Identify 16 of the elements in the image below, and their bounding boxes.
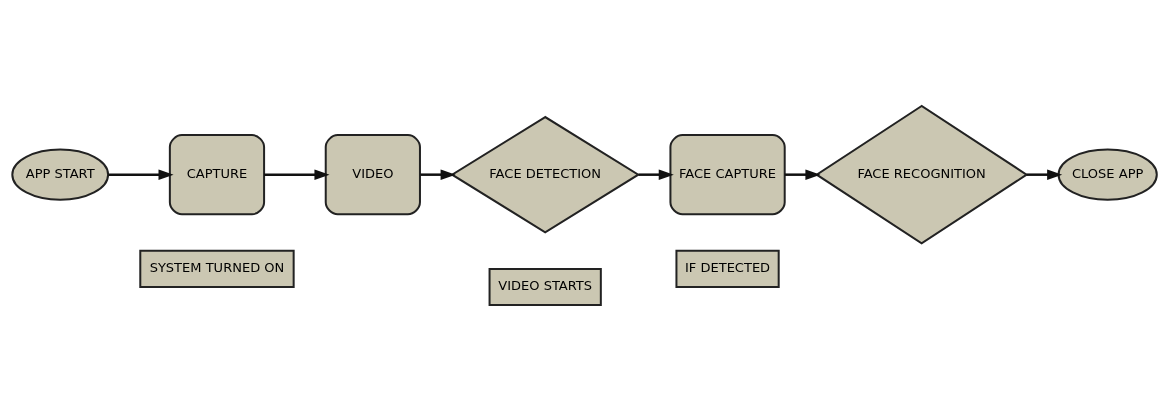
arrow	[1026, 169, 1063, 180]
arrow	[638, 169, 674, 180]
node-box: SYSTEM TURNED ON	[139, 249, 295, 288]
node-ellipse: CLOSE APP	[1057, 148, 1158, 201]
arrow	[264, 169, 330, 180]
node-diamond: FACE DETECTION	[450, 115, 641, 234]
node-box: VIDEO STARTS	[488, 267, 602, 306]
node-diamond: FACE RECOGNITION	[814, 104, 1029, 245]
arrow	[784, 169, 821, 180]
node-box: IF DETECTED	[675, 249, 780, 288]
arrow	[420, 169, 456, 180]
node-ellipse: APP START	[11, 148, 110, 201]
node-box: CAPTURE	[168, 134, 266, 216]
node-box: VIDEO	[324, 134, 421, 216]
arrow	[108, 169, 174, 180]
node-box: FACE CAPTURE	[669, 134, 786, 216]
